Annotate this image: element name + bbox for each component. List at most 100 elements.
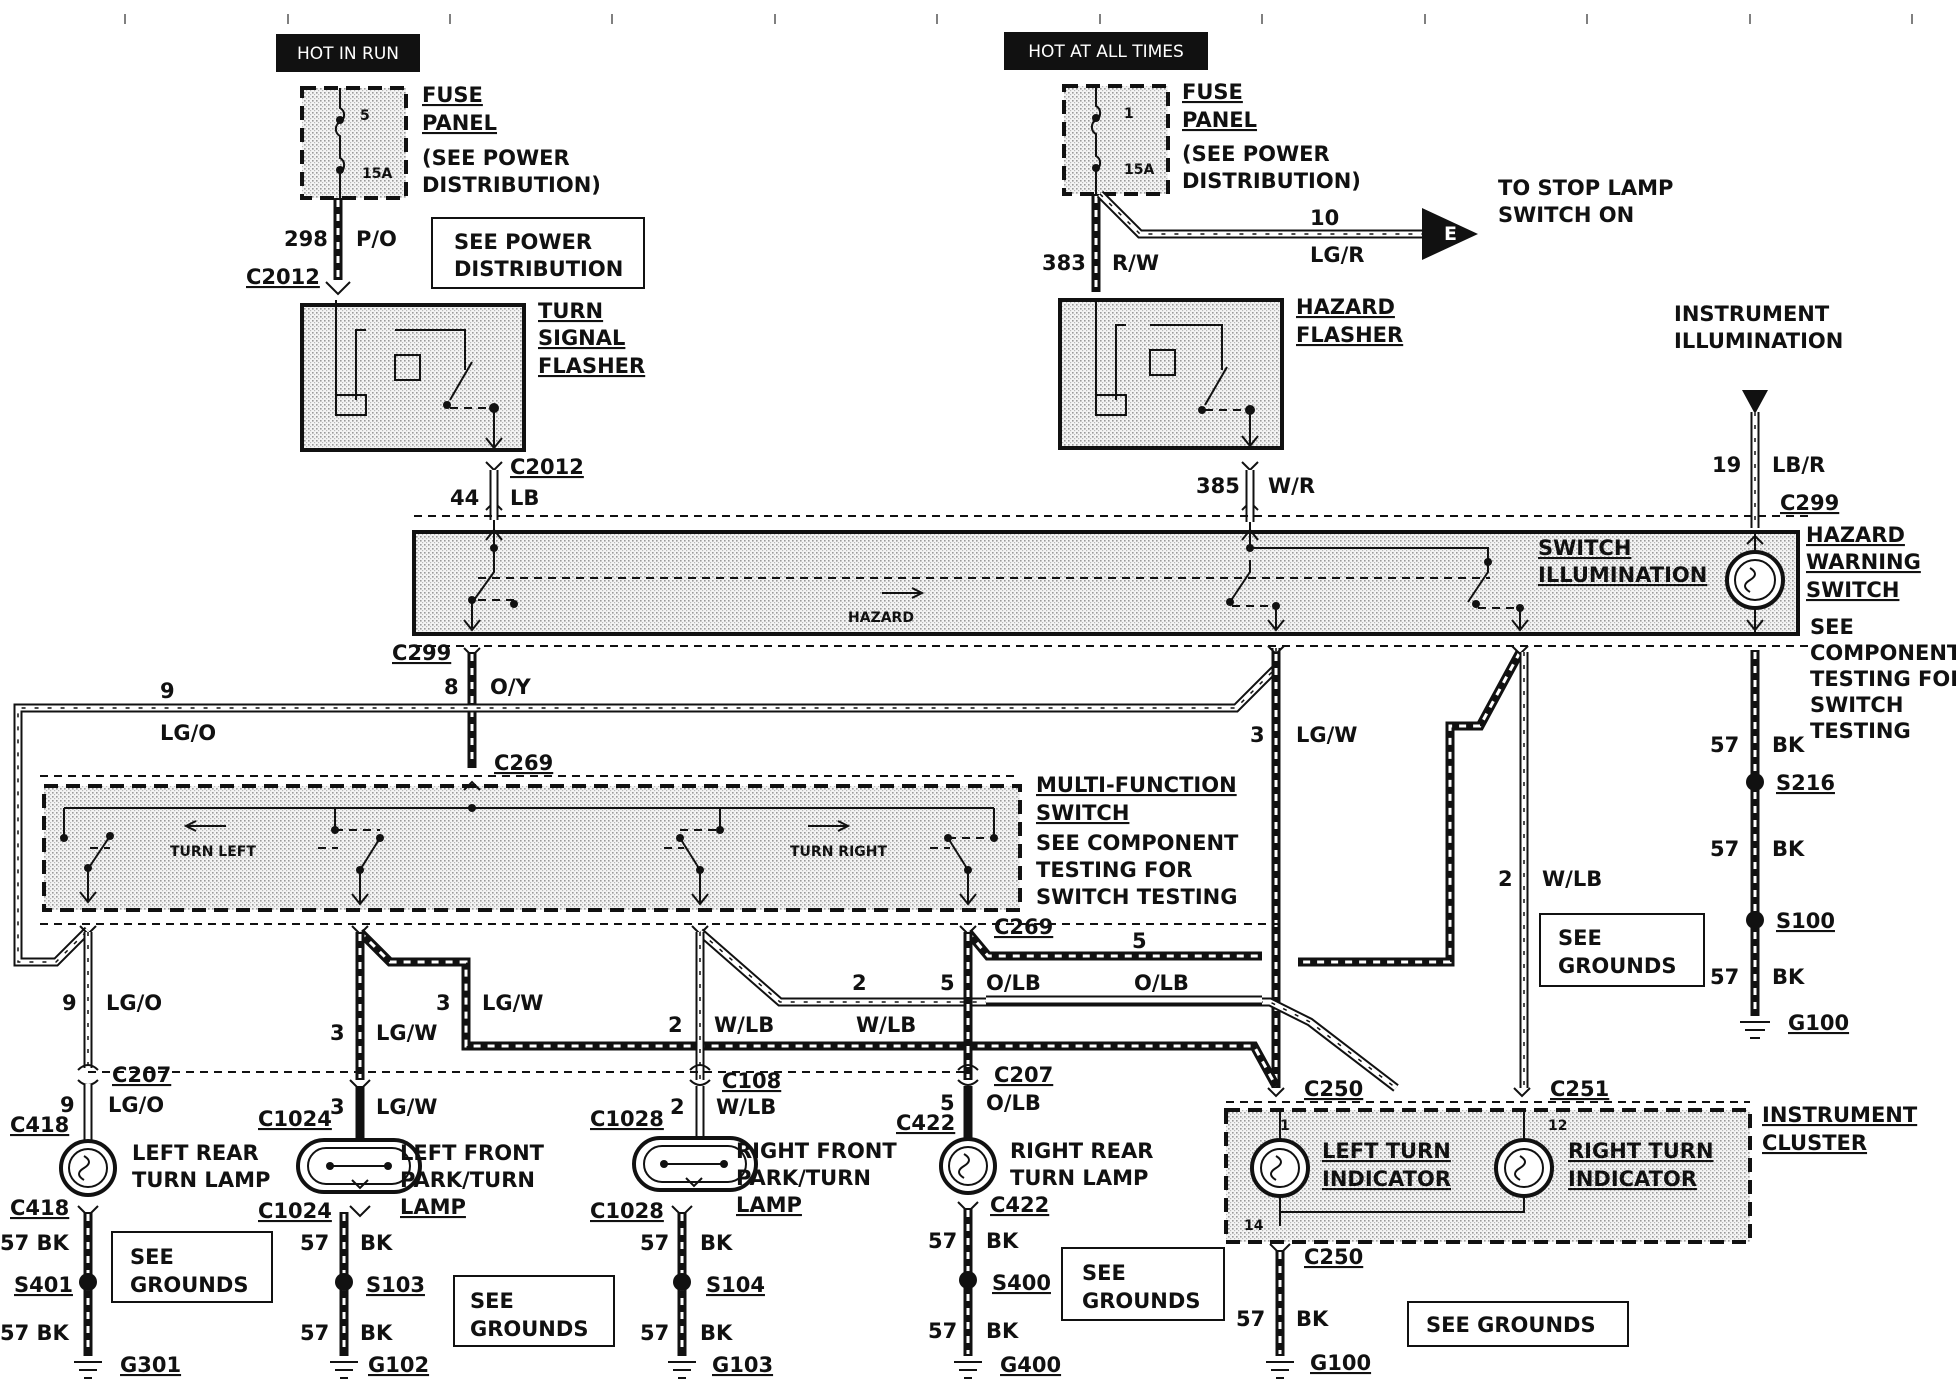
svg-text:HAZARD: HAZARD [848,610,914,626]
svg-text:SWITCH: SWITCH [1036,801,1129,825]
svg-text:LG/O: LG/O [106,991,162,1015]
svg-text:W/LB: W/LB [716,1095,776,1119]
svg-text:PARK/TURN: PARK/TURN [736,1166,871,1190]
svg-text:LG/W: LG/W [376,1095,437,1119]
svg-text:O/LB: O/LB [986,1091,1041,1115]
svg-text:RIGHT FRONT: RIGHT FRONT [736,1139,897,1163]
svg-text:LG/O: LG/O [160,721,216,745]
svg-text:298: 298 [284,227,328,251]
svg-text:PANEL: PANEL [422,111,497,135]
svg-text:FLASHER: FLASHER [1296,323,1403,347]
svg-text:57: 57 [928,1229,957,1253]
svg-text:19: 19 [1712,453,1741,477]
svg-text:INDICATOR: INDICATOR [1322,1167,1451,1191]
svg-text:57: 57 [640,1231,669,1255]
svg-text:S216: S216 [1776,771,1835,795]
svg-text:C250: C250 [1304,1245,1363,1269]
svg-text:HOT IN RUN: HOT IN RUN [297,44,399,64]
svg-text:GROUNDS: GROUNDS [1082,1289,1200,1313]
svg-text:LG/W: LG/W [376,1021,437,1045]
svg-text:57: 57 [928,1319,957,1343]
svg-text:HAZARD: HAZARD [1296,295,1395,319]
svg-text:LB: LB [510,486,539,510]
svg-text:C251: C251 [1550,1077,1609,1101]
page-ticks [124,14,1913,24]
svg-text:G400: G400 [1000,1353,1061,1377]
svg-text:BK: BK [700,1321,733,1345]
fuse-panel-left: 5 15A FUSE PANEL (SEE POWER DISTRIBUTION… [300,83,601,200]
see-power-distribution-box: SEE POWER DISTRIBUTION [431,217,645,289]
svg-text:S104: S104 [706,1273,765,1297]
svg-text:DISTRIBUTION: DISTRIBUTION [454,257,623,281]
svg-text:BK: BK [700,1231,733,1255]
svg-text:ILLUMINATION: ILLUMINATION [1674,329,1843,353]
svg-text:3: 3 [330,1095,345,1119]
svg-text:ILLUMINATION: ILLUMINATION [1538,563,1707,587]
left-front-park-turn-lamp: 3 LG/W C1024 LEFT FRONT PARK/TURN LAMP C… [258,1079,545,1379]
svg-text:SIGNAL: SIGNAL [538,326,625,350]
svg-text:PARK/TURN: PARK/TURN [400,1168,535,1192]
svg-text:W/LB: W/LB [856,1013,916,1037]
svg-text:9: 9 [160,679,175,703]
svg-text:SEE: SEE [1082,1261,1126,1285]
svg-text:PANEL: PANEL [1182,108,1257,132]
wire-9-left-rear: 9 LG/O [62,925,162,1068]
svg-text:BK: BK [360,1321,393,1345]
svg-text:GROUNDS: GROUNDS [1558,954,1676,978]
svg-text:CLUSTER: CLUSTER [1762,1131,1867,1155]
svg-text:DISTRIBUTION): DISTRIBUTION) [1182,169,1361,193]
wire-5-right-rear: 5 5 O/LB O/LB [940,925,1262,1080]
svg-text:SWITCH: SWITCH [1810,693,1903,717]
svg-text:C1024: C1024 [258,1199,332,1223]
svg-text:S401: S401 [14,1273,73,1297]
svg-text:LAMP: LAMP [736,1193,802,1217]
svg-text:O/LB: O/LB [1134,971,1189,995]
wire-5-hazard [1298,649,1524,967]
svg-text:2: 2 [852,971,867,995]
svg-text:S100: S100 [1776,909,1835,933]
svg-text:TURN LAMP: TURN LAMP [1010,1166,1148,1190]
svg-text:2: 2 [668,1013,683,1037]
svg-text:TO STOP LAMP: TO STOP LAMP [1498,176,1673,200]
svg-text:C1028: C1028 [590,1199,664,1223]
svg-text:G103: G103 [712,1353,773,1377]
svg-text:2: 2 [1498,867,1513,891]
right-rear-turn-lamp: C207 5 O/LB C422 RIGHT REAR TURN LAMP C4… [896,1063,1153,1379]
svg-text:C1024: C1024 [258,1107,332,1131]
svg-text:5: 5 [1132,929,1147,953]
svg-text:57: 57 [300,1231,329,1255]
svg-text:SWITCH TESTING: SWITCH TESTING [1036,885,1237,909]
svg-text:44: 44 [450,486,479,510]
svg-text:WARNING: WARNING [1806,550,1921,574]
svg-text:SEE: SEE [130,1245,174,1269]
svg-text:S400: S400 [992,1271,1051,1295]
svg-text:C2012: C2012 [510,455,584,479]
right-front-park-turn-lamp: C108 2 W/LB C1028 RIGHT FRONT PARK/TURN … [590,1064,897,1379]
svg-text:57: 57 [300,1321,329,1345]
svg-text:LAMP: LAMP [400,1195,466,1219]
svg-text:C299: C299 [392,641,451,665]
svg-text:LB/R: LB/R [1772,453,1825,477]
svg-text:C108: C108 [722,1069,781,1093]
svg-text:P/O: P/O [356,227,397,251]
svg-text:BK: BK [986,1229,1019,1253]
svg-text:TESTING: TESTING [1810,719,1911,743]
svg-text:57 BK: 57 BK [0,1231,70,1255]
svg-text:INSTRUMENT: INSTRUMENT [1674,302,1830,326]
hot-in-run-tag: HOT IN RUN [276,34,420,72]
svg-text:383: 383 [1042,251,1086,275]
svg-text:HOT AT ALL TIMES: HOT AT ALL TIMES [1028,42,1184,62]
svg-text:FUSE: FUSE [422,83,483,107]
svg-text:C269: C269 [994,915,1053,939]
turn-signal-flasher: TURN SIGNAL FLASHER [300,299,645,452]
svg-text:BK: BK [1772,965,1805,989]
svg-text:BK: BK [1772,733,1805,757]
see-grounds-box-4: SEE GROUNDS [1407,1301,1629,1347]
svg-text:LG/W: LG/W [482,991,543,1015]
svg-text:TESTING FOR: TESTING FOR [1810,667,1956,691]
svg-text:MULTI-FUNCTION: MULTI-FUNCTION [1036,773,1237,797]
svg-text:R/W: R/W [1112,251,1159,275]
fuse-panel-right: 1 15A FUSE PANEL (SEE POWER DISTRIBUTION… [1062,80,1361,196]
svg-text:14: 14 [1244,1218,1264,1234]
